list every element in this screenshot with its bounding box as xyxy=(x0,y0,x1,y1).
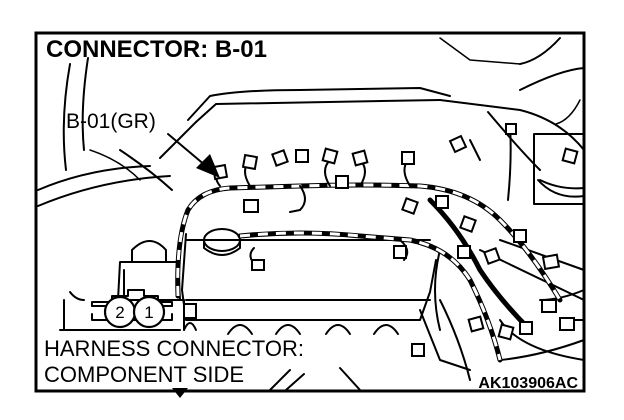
pin-label-1: 1 xyxy=(144,303,153,322)
caption-line-2: COMPONENT SIDE xyxy=(44,362,244,387)
callout-arrow xyxy=(167,133,220,178)
caption-line-1: HARNESS CONNECTOR: xyxy=(44,336,304,361)
pin-label-2: 2 xyxy=(115,303,124,322)
wiring-harness xyxy=(175,123,585,363)
engine-compartment-drawing xyxy=(37,37,585,398)
connector-title: CONNECTOR: B-01 xyxy=(46,36,267,63)
figure-code: AK103906AC xyxy=(478,375,578,392)
connector-pin-1 xyxy=(132,295,166,329)
harness-connector-symbol: 2 1 xyxy=(91,289,173,329)
connector-callout-label: B-01(GR) xyxy=(66,110,156,133)
